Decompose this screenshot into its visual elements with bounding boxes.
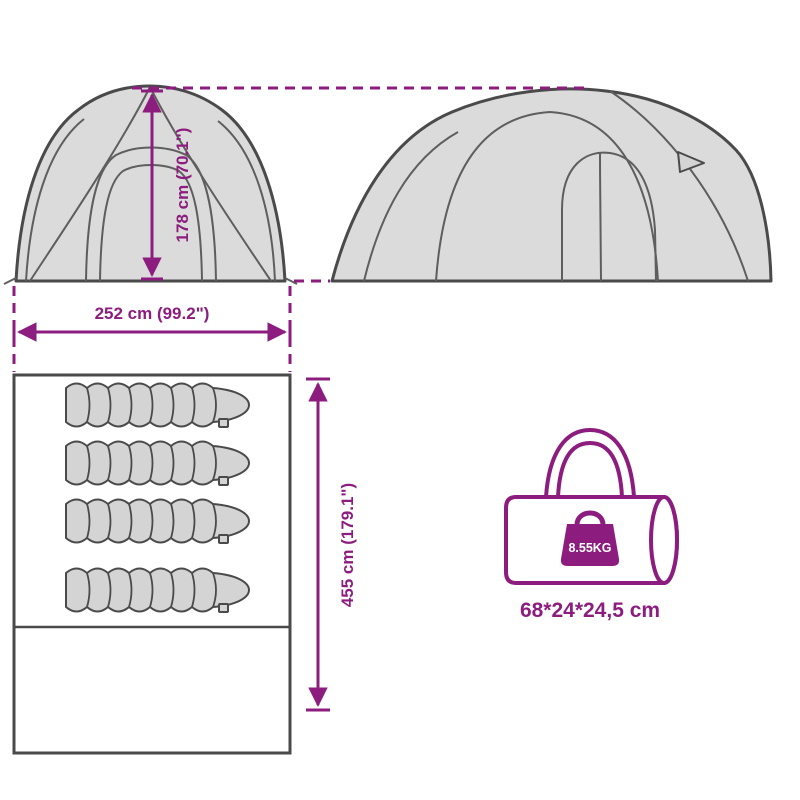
- floor-plan-outline: [12, 373, 292, 755]
- carry-bag-handle: [544, 428, 636, 499]
- carry-bag-end-cap: [649, 495, 679, 585]
- sleeping-bag-2: [65, 440, 250, 486]
- width-dimension-label: 252 cm (99.2"): [95, 304, 210, 323]
- side-tent-rear-seam: [609, 90, 749, 282]
- side-tent-front-seam: [363, 131, 459, 282]
- side-tent-door-zipper: [599, 152, 602, 282]
- floor-plan: [12, 373, 292, 755]
- front-tent-pole-left: [29, 86, 151, 282]
- tent-side-view: [330, 87, 773, 283]
- height-dimension: 178 cm (70.1"): [141, 89, 192, 281]
- side-tent-outline: [330, 87, 773, 283]
- carry-bag-size-label: 68*24*24,5 cm: [520, 599, 660, 622]
- weight-icon: [560, 524, 620, 566]
- carry-bag-weight-label: 8.55KG: [568, 541, 611, 555]
- front-tent-stake-right: [284, 277, 298, 285]
- sleeping-bag-4: [65, 567, 250, 613]
- carry-bag: 8.55KG 68*24*24,5 cm: [504, 428, 679, 622]
- side-tent-pole-arch: [435, 111, 659, 282]
- sleeping-bag-1: [65, 382, 250, 428]
- height-dimension-label: 178 cm (70.1"): [173, 128, 192, 243]
- width-dimension: 252 cm (99.2"): [12, 304, 292, 343]
- length-dimension: 455 cm (179.1"): [306, 377, 357, 712]
- length-dimension-label: 455 cm (179.1"): [338, 483, 357, 607]
- front-tent-pole-right: [149, 86, 272, 282]
- side-tent-door: [561, 151, 657, 282]
- side-tent-vent-flap: [677, 151, 705, 173]
- sleeping-bag-3: [65, 498, 250, 544]
- front-tent-stake-left: [3, 277, 17, 285]
- weight-icon-handle: [574, 510, 606, 528]
